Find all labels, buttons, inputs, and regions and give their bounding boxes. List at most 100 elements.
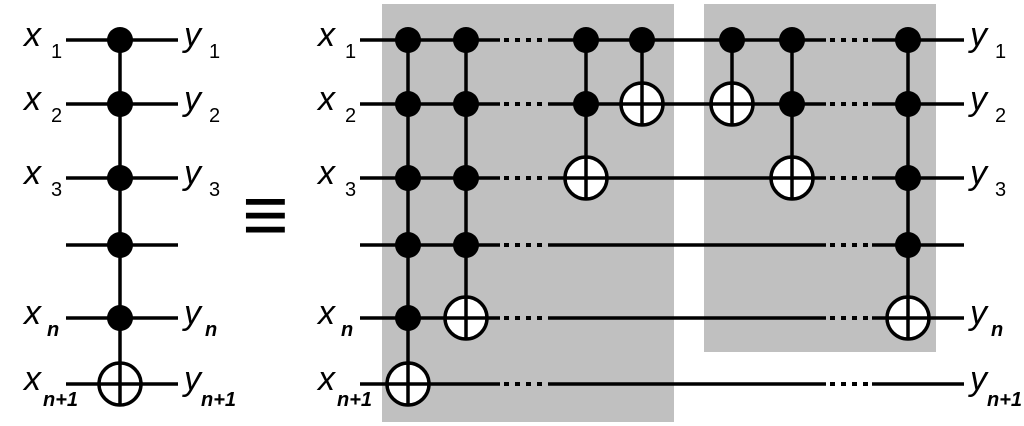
ellipsis-dot — [852, 38, 857, 42]
control-dot — [779, 27, 805, 53]
ellipsis-gap — [500, 242, 548, 248]
ellipsis-dot — [515, 316, 520, 320]
control-dot — [395, 232, 421, 258]
shaded-block-1 — [382, 4, 674, 422]
target-xor — [97, 361, 143, 407]
ellipsis-gap — [826, 175, 872, 181]
control-dot — [895, 91, 921, 117]
ellipsis-dot — [841, 316, 846, 320]
ellipsis-dot — [863, 382, 868, 386]
ellipsis-dot — [526, 38, 531, 42]
equivalence-symbol: ≡ — [242, 170, 289, 259]
ellipsis-dot — [504, 316, 509, 320]
control-dot — [453, 91, 479, 117]
control-dot — [779, 91, 805, 117]
ellipsis-dot — [504, 382, 509, 386]
target-xor — [885, 295, 931, 341]
control-dot — [719, 27, 745, 53]
ellipsis-gap — [500, 37, 548, 43]
control-dot — [895, 27, 921, 53]
control-dot — [107, 91, 133, 117]
ellipsis-dot — [504, 102, 509, 106]
gates-layer — [385, 27, 931, 407]
control-dot — [107, 165, 133, 191]
ellipsis-dot — [841, 382, 846, 386]
ellipsis-gap — [826, 37, 872, 43]
ellipsis-dot — [537, 382, 542, 386]
ellipsis-dot — [526, 382, 531, 386]
ellipsis-dot — [863, 102, 868, 106]
target-xor — [443, 295, 489, 341]
ellipsis-dot — [830, 382, 835, 386]
ellipsis-dot — [863, 316, 868, 320]
ellipsis-dot — [852, 243, 857, 247]
ellipsis-dot — [515, 382, 520, 386]
ellipsis-dot — [841, 176, 846, 180]
control-dot — [895, 165, 921, 191]
gate-4 — [619, 27, 665, 127]
ellipsis-gap — [500, 101, 548, 107]
ellipsis-dot — [537, 102, 542, 106]
ellipsis-dot — [830, 176, 835, 180]
ellipsis-dot — [526, 176, 531, 180]
ellipsis-gap-1 — [494, 30, 550, 392]
ellipsis-dot — [504, 38, 509, 42]
control-dot — [395, 27, 421, 53]
ellipsis-gap — [500, 381, 548, 387]
control-dot — [453, 165, 479, 191]
gate-1 — [385, 27, 431, 407]
ellipsis-dot — [526, 243, 531, 247]
ellipsis-gap — [826, 381, 872, 387]
ellipsis-dot — [526, 316, 531, 320]
control-dot — [629, 27, 655, 53]
gate-6 — [769, 27, 815, 201]
ellipsis-dot — [852, 176, 857, 180]
control-dot — [573, 91, 599, 117]
target-xor — [769, 155, 815, 201]
control-dot — [107, 232, 133, 258]
ellipsis-dot — [515, 176, 520, 180]
ellipsis-dot — [841, 243, 846, 247]
ellipsis-dot — [515, 243, 520, 247]
ellipsis-gap — [500, 315, 548, 321]
label-xn1: xn+1 — [22, 360, 78, 411]
ellipsis-dot — [504, 176, 509, 180]
ellipsis-dot — [830, 102, 835, 106]
ellipsis-dot — [504, 243, 509, 247]
ellipsis-dot — [537, 243, 542, 247]
control-dot — [453, 27, 479, 53]
label-yn1: yn+1 — [968, 360, 1022, 411]
ellipsis-dot — [852, 382, 857, 386]
ellipsis-dot — [852, 316, 857, 320]
gate-2 — [443, 27, 489, 341]
control-dot — [107, 305, 133, 331]
ellipsis-dot — [537, 316, 542, 320]
target-xor — [619, 81, 665, 127]
ellipsis-dot — [515, 102, 520, 106]
ellipsis-dot — [852, 102, 857, 106]
ellipsis-gap — [500, 175, 548, 181]
label-xn1: xn+1 — [316, 360, 372, 411]
control-dot — [453, 232, 479, 258]
ellipsis-dot — [515, 38, 520, 42]
gate-7 — [885, 27, 931, 341]
control-dot — [395, 305, 421, 331]
control-dot — [395, 165, 421, 191]
ellipsis-dot — [841, 102, 846, 106]
ellipsis-dot — [830, 38, 835, 42]
